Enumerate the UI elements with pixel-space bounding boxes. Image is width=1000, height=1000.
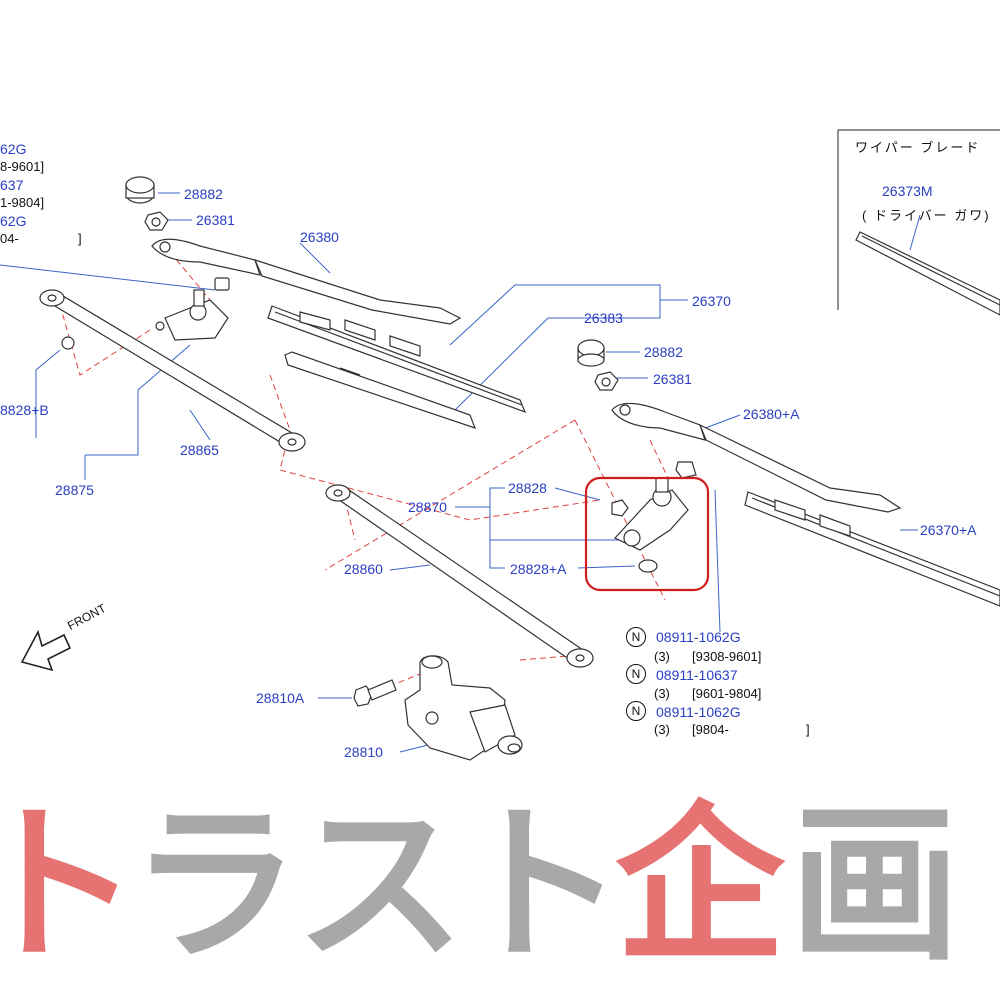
- nut-range-2: [9601-9804]: [692, 686, 762, 701]
- watermark-char-5: 企: [615, 785, 786, 985]
- pivot-left: [61, 277, 230, 350]
- part-26373M: 26373M: [882, 183, 933, 199]
- inset-title: ワイパー ブレード: [855, 140, 981, 155]
- front-arrow-icon: [20, 629, 72, 672]
- nut-qty-2: (3): [654, 686, 670, 701]
- part-26370: 26370: [692, 293, 731, 309]
- wiper-motor-28810: [404, 655, 523, 761]
- part-26370A: 26370+A: [920, 522, 977, 538]
- blade-spoiler-26383: [284, 351, 477, 429]
- part-28882-right: 28882: [644, 344, 683, 360]
- part-28882-top: 28882: [184, 186, 223, 202]
- part-28810: 28810: [344, 744, 383, 760]
- left-callout-line-5: 62G: [0, 213, 27, 229]
- nut-part-1: 08911-1062G: [656, 629, 741, 645]
- nut-range-3: [9804-: [692, 722, 729, 737]
- part-26380: 26380: [300, 229, 339, 245]
- highlight-box: [584, 476, 710, 592]
- watermark-char-2: ラ: [130, 785, 301, 985]
- part-28810A: 28810A: [256, 690, 305, 706]
- watermark-char-4: ト: [455, 785, 626, 985]
- nut-range-3-close: ]: [806, 722, 810, 737]
- leader-lines: [0, 192, 921, 753]
- left-callout-line-4: 1-9804]: [0, 195, 45, 210]
- left-callout-line-3: 637: [0, 177, 24, 193]
- left-callout-line-2: 8-9601]: [0, 159, 45, 174]
- n-symbol-icon: N: [626, 664, 646, 684]
- bolt-28810A: [353, 679, 397, 707]
- part-28875: 28875: [55, 482, 94, 498]
- inset-frame: [837, 129, 1000, 310]
- left-callout-line-7: ]: [78, 231, 82, 246]
- n-symbol-icon: N: [626, 627, 646, 647]
- nut-part-3: 08911-1062G: [656, 704, 741, 720]
- part-28870: 28870: [408, 499, 447, 515]
- part-28865: 28865: [180, 442, 219, 458]
- left-callout-line-6: 04-: [0, 231, 19, 246]
- link-rod-28865: [39, 289, 306, 452]
- left-callout-line-1: 62G: [0, 141, 27, 157]
- wiper-arm-26380: [151, 238, 462, 325]
- part-26380A: 26380+A: [743, 406, 800, 422]
- part-28828: 28828: [508, 480, 547, 496]
- link-rod-28860: [325, 484, 594, 668]
- watermark-char-3: ス: [295, 785, 466, 985]
- nut-range-1: [9308-9601]: [692, 649, 762, 664]
- watermark-char-1: ト: [0, 785, 141, 985]
- inset-wiper-blade: [855, 231, 1000, 316]
- arm-cap-right: [577, 339, 619, 391]
- part-26383: 26383: [584, 310, 623, 326]
- wiper-blade-26370A: [744, 491, 1000, 607]
- n-symbol-icon: N: [626, 701, 646, 721]
- wiper-arm-26380A: [611, 402, 902, 513]
- pivot-right: [611, 461, 697, 573]
- watermark-char-6: 画: [790, 785, 961, 985]
- part-26381-top: 26381: [196, 212, 235, 228]
- inset-subtitle: ( ドライバー ガワ): [862, 208, 991, 223]
- nut-qty-3: (3): [654, 722, 670, 737]
- part-26381-right: 26381: [653, 371, 692, 387]
- wiper-blade-26370: [267, 305, 527, 414]
- nut-qty-1: (3): [654, 649, 670, 664]
- nut-part-2: 08911-10637: [656, 667, 738, 683]
- arm-cap-top: [125, 176, 169, 231]
- part-28828A: 28828+A: [510, 561, 567, 577]
- part-28860: 28860: [344, 561, 383, 577]
- part-28828B: 8828+B: [0, 402, 49, 418]
